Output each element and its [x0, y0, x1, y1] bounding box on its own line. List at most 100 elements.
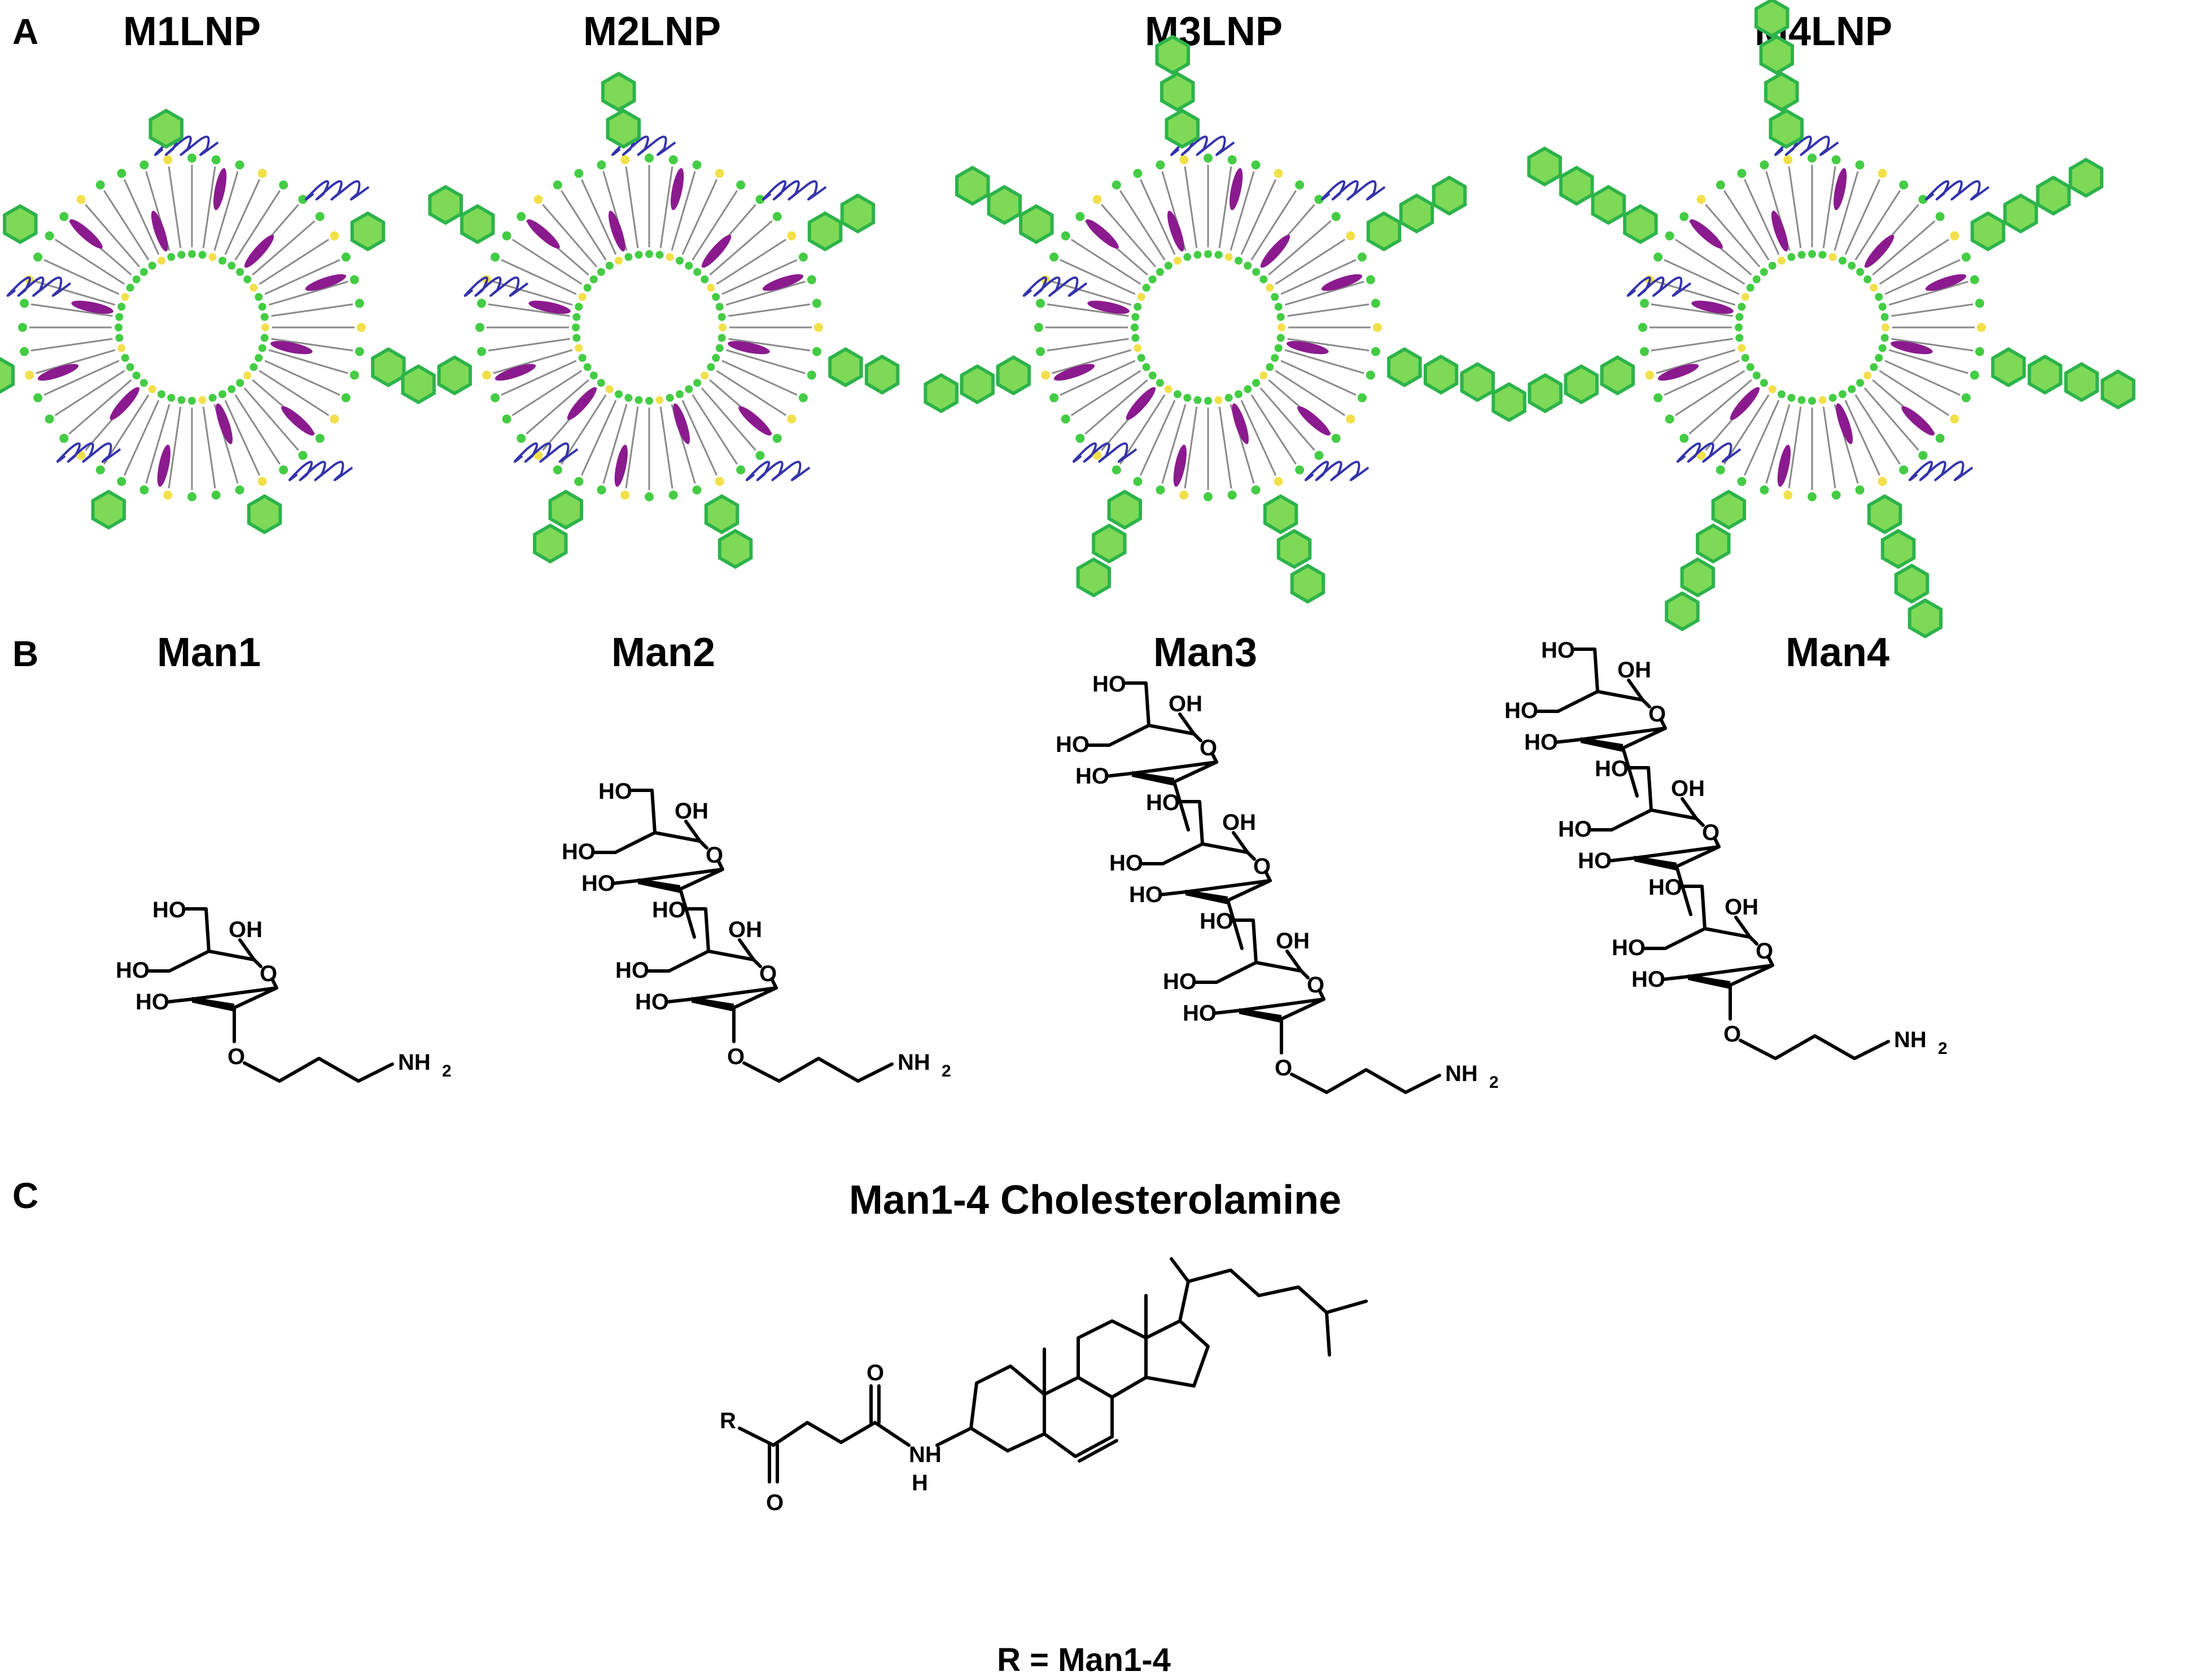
- lipid-head-outer: [736, 465, 746, 475]
- cholesterol-molecule: [1087, 300, 1130, 314]
- mannose-hexagon: [0, 357, 15, 394]
- lipid-head-inner: [1808, 250, 1816, 258]
- cholesterol-molecule: [1891, 341, 1933, 355]
- lipid-head-inner: [139, 268, 148, 276]
- lipid-head-outer: [798, 393, 808, 403]
- cholesterol-molecule: [671, 168, 684, 211]
- lipid-tail: [493, 281, 573, 306]
- cholesterol-molecule: [305, 274, 347, 291]
- peg-chain: [463, 276, 529, 297]
- mannose-hexagon: [864, 355, 900, 395]
- lipid-tail: [1287, 338, 1370, 352]
- lipid-head-inner: [1797, 251, 1806, 259]
- lipid-head-outer: [1831, 490, 1841, 500]
- atom-ho: HO: [1524, 730, 1558, 755]
- lipid-tail: [501, 259, 577, 295]
- lipid-tail: [1656, 281, 1736, 306]
- lipid-head-inner: [157, 390, 165, 399]
- lipid-tail: [234, 190, 281, 261]
- lipid-head-outer: [1716, 465, 1725, 475]
- atom-nh2-subscript: 2: [1489, 1073, 1499, 1092]
- peg-chain: [745, 461, 811, 482]
- lipid-head-outer: [1878, 169, 1887, 178]
- lipid-head-outer: [1251, 485, 1261, 495]
- lipid-head-outer: [315, 434, 325, 443]
- lipid-head-outer: [645, 154, 654, 163]
- mannose-hexagon: [1528, 373, 1563, 413]
- cholesterol-molecule: [1261, 235, 1290, 268]
- lipid-head-outer: [1371, 347, 1380, 356]
- lipid-head-inner: [583, 363, 592, 371]
- lipid-head-outer: [1049, 252, 1059, 262]
- lipid-head-inner: [719, 323, 727, 331]
- cholesterol-molecule: [1053, 364, 1095, 381]
- lipid-head-inner: [1173, 390, 1182, 399]
- lipid-tail: [659, 166, 673, 248]
- lipid-head-inner: [1878, 344, 1887, 352]
- lipid-head-inner: [1735, 323, 1743, 331]
- lipid-head-inner: [1252, 379, 1261, 387]
- ch2-bond: [1232, 918, 1258, 964]
- cholesterol-molecule: [213, 168, 227, 211]
- cholesterol-molecule: [673, 403, 690, 444]
- cholesterol-molecule: [614, 444, 628, 487]
- lipid-head-inner: [1735, 334, 1744, 342]
- lipid-head-inner: [1235, 390, 1243, 399]
- lipid-head-inner: [1870, 283, 1878, 292]
- lipid-tail: [1139, 400, 1176, 476]
- lipid-tail: [1879, 370, 1950, 416]
- atom-ho-ch2: HO: [652, 898, 686, 922]
- lipid-head-inner: [1735, 313, 1744, 321]
- lipid-head-inner: [1752, 371, 1761, 380]
- lipid-head-outer: [807, 275, 816, 285]
- mannose-hexagon: [704, 494, 740, 535]
- lipid-head-outer: [1653, 252, 1663, 262]
- title-m1lnp: M1LNP: [123, 9, 261, 54]
- peg-chain: [762, 180, 827, 201]
- lipid-head-inner: [1768, 385, 1777, 393]
- lipid-head-inner: [1828, 393, 1837, 402]
- cholesterol-molecule: [728, 341, 770, 355]
- lipid-head-outer: [25, 370, 34, 380]
- amide-linker: [772, 1421, 911, 1447]
- ch2-bond: [1125, 681, 1150, 727]
- glycosidic-bond: [1621, 746, 1639, 798]
- lipid-head-outer: [715, 169, 724, 178]
- cholesterol-molecule: [1321, 274, 1363, 291]
- mannose-hexagon: [717, 528, 753, 569]
- side-chain: [1170, 1257, 1368, 1357]
- cholesterol-molecule: [495, 364, 536, 381]
- lipid-head-outer: [1204, 154, 1213, 163]
- lipid-head-outer: [1357, 393, 1367, 403]
- lipid-head-outer: [1092, 195, 1102, 204]
- lipid-head-outer: [1899, 180, 1909, 190]
- ho-bonds: [1587, 828, 1636, 863]
- lipid-tail: [1268, 220, 1332, 276]
- mannose-hexagon: [1107, 489, 1142, 530]
- mannose-hexagon: [1076, 557, 1111, 598]
- lipid-tail: [1705, 204, 1761, 268]
- lipid-head-outer: [1227, 155, 1237, 165]
- lipid-head-inner: [121, 292, 129, 301]
- mannose-hexagon: [1759, 34, 1794, 75]
- lipid-tail: [1854, 190, 1901, 261]
- lipid-tail: [709, 220, 773, 276]
- mannose-hexagon: [371, 347, 406, 387]
- lipid-head-inner: [1266, 363, 1274, 371]
- lipid-head-outer: [1878, 476, 1887, 486]
- lipid-head-outer: [95, 465, 105, 475]
- lipid-head-inner: [1156, 379, 1164, 387]
- lipid-head-outer: [349, 275, 359, 285]
- lipid-head-inner: [1848, 261, 1856, 270]
- lipid-head-inner: [115, 323, 122, 331]
- lipid-head-outer: [1274, 476, 1283, 486]
- lipid-head-inner: [1214, 251, 1223, 259]
- mannose-hexagon: [1263, 494, 1298, 535]
- lipid-head-inner: [645, 397, 653, 405]
- cholesterol-molecule: [1297, 406, 1331, 436]
- atom-ho-ch2: HO: [1595, 756, 1629, 781]
- lipid-tail: [561, 394, 607, 465]
- lipid-tail: [36, 349, 116, 374]
- lipid-head-outer: [279, 180, 288, 190]
